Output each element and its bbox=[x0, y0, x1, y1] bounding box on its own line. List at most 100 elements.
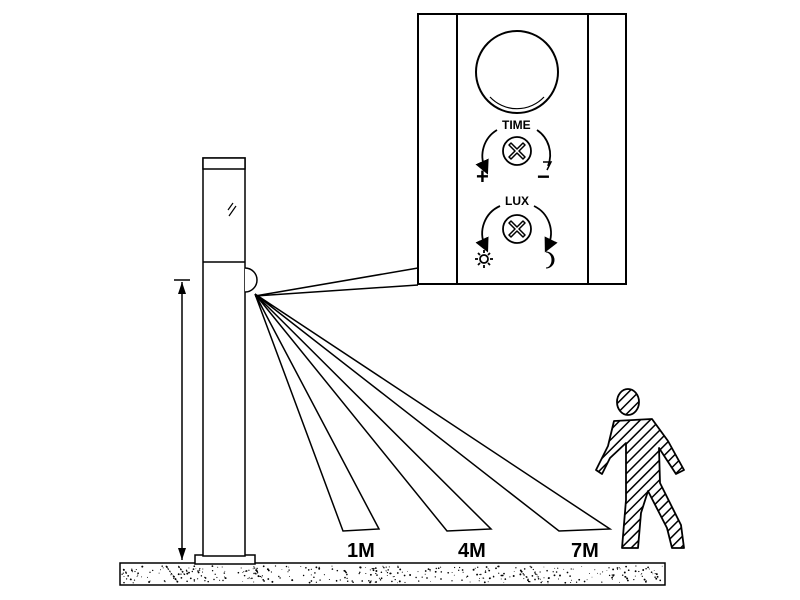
ground-speck bbox=[386, 571, 389, 574]
ground-speck bbox=[279, 577, 281, 579]
ground-speck bbox=[123, 581, 125, 584]
ground-speck bbox=[149, 580, 151, 582]
ground-speck bbox=[641, 572, 643, 575]
ground-speck bbox=[197, 571, 200, 574]
ground-speck bbox=[623, 571, 626, 574]
time-adjust-screw-icon[interactable] bbox=[502, 136, 532, 166]
ground-speck bbox=[166, 566, 168, 568]
ground-speck bbox=[160, 569, 161, 571]
ground-speck bbox=[547, 577, 550, 580]
ground-texture bbox=[121, 565, 663, 584]
lux-control[interactable]: LUX bbox=[475, 194, 558, 269]
ground-speck bbox=[478, 580, 480, 582]
ground bbox=[119, 562, 666, 586]
ground-speck bbox=[135, 569, 137, 571]
ground-speck bbox=[171, 573, 173, 575]
ground-speck bbox=[500, 578, 502, 580]
ground-speck bbox=[365, 567, 367, 568]
lux-adjust-screw-icon[interactable] bbox=[502, 214, 532, 244]
ground-speck bbox=[319, 579, 321, 581]
ground-speck bbox=[526, 576, 528, 578]
ground-speck bbox=[570, 568, 572, 570]
ground-speck bbox=[186, 580, 188, 583]
ground-speck bbox=[659, 579, 662, 582]
ground-speck bbox=[196, 578, 199, 580]
ground-speck bbox=[527, 580, 530, 583]
time-increase-sign: + bbox=[476, 164, 489, 189]
ground-speck bbox=[477, 566, 479, 568]
ground-speck bbox=[418, 580, 420, 582]
ground-speck bbox=[161, 565, 163, 567]
ground-speck bbox=[263, 580, 265, 582]
ground-speck bbox=[201, 571, 204, 573]
ground-speck bbox=[643, 578, 646, 581]
ground-speck bbox=[531, 575, 534, 577]
distance-label-1m: 1M bbox=[347, 540, 375, 562]
ground-speck bbox=[426, 577, 428, 579]
ground-speck bbox=[611, 576, 614, 579]
ground-speck bbox=[503, 582, 505, 583]
ground-speck bbox=[390, 572, 392, 575]
ground-speck bbox=[314, 572, 316, 574]
ground-speck bbox=[315, 566, 318, 569]
ground-speck bbox=[188, 571, 190, 574]
ground-speck bbox=[359, 571, 361, 574]
ground-speck bbox=[654, 576, 656, 578]
ground-speck bbox=[134, 570, 136, 573]
ground-speck bbox=[204, 576, 206, 579]
ground-speck bbox=[495, 567, 497, 570]
ground-speck bbox=[169, 571, 171, 573]
ground-speck bbox=[497, 565, 499, 568]
ground-speck bbox=[487, 581, 489, 583]
ground-speck bbox=[616, 567, 619, 569]
ground-speck bbox=[223, 576, 226, 578]
ground-speck bbox=[536, 575, 538, 577]
ground-speck bbox=[253, 581, 255, 583]
ground-speck bbox=[453, 566, 456, 569]
ground-speck bbox=[183, 573, 186, 576]
ground-speck bbox=[647, 566, 649, 569]
time-label: TIME bbox=[502, 118, 531, 132]
ground-speck bbox=[328, 578, 330, 581]
ground-speck bbox=[485, 566, 488, 568]
ground-speck bbox=[213, 578, 215, 581]
ground-speck bbox=[461, 569, 464, 571]
ground-speck bbox=[648, 568, 650, 570]
ground-speck bbox=[288, 569, 290, 571]
ground-speck bbox=[380, 571, 383, 574]
ground-speck bbox=[211, 570, 214, 572]
ground-speck bbox=[248, 569, 250, 571]
ground-speck bbox=[242, 572, 244, 574]
ground-speck bbox=[149, 571, 151, 573]
ground-speck bbox=[575, 581, 578, 583]
ground-speck bbox=[315, 581, 318, 583]
ground-speck bbox=[211, 565, 214, 567]
ground-speck bbox=[588, 573, 590, 574]
ground-speck bbox=[599, 573, 601, 575]
ground-speck bbox=[543, 577, 545, 579]
ground-speck bbox=[481, 577, 483, 579]
ground-speck bbox=[262, 578, 265, 581]
ground-speck bbox=[530, 567, 532, 569]
beam-7m bbox=[254, 293, 613, 532]
ground-speck bbox=[547, 580, 549, 583]
walking-person-icon bbox=[595, 388, 685, 549]
time-left-arc-icon bbox=[475, 129, 498, 175]
ground-speck bbox=[543, 566, 545, 568]
ground-speck bbox=[185, 569, 188, 571]
ground-speck bbox=[564, 581, 567, 584]
time-control[interactable]: TIME + − bbox=[475, 118, 553, 189]
ground-speck bbox=[458, 569, 460, 571]
ground-speck bbox=[655, 573, 658, 576]
ground-speck bbox=[503, 572, 505, 575]
ground-speck bbox=[624, 575, 627, 578]
ground-speck bbox=[281, 569, 283, 570]
ground-speck bbox=[259, 575, 261, 578]
ground-speck bbox=[539, 571, 541, 573]
ground-speck bbox=[557, 578, 560, 580]
ground-speck bbox=[248, 576, 250, 578]
ground-speck bbox=[271, 580, 274, 583]
ground-speck bbox=[608, 567, 610, 569]
ground-speck bbox=[318, 567, 321, 570]
ground-speck bbox=[305, 566, 307, 569]
